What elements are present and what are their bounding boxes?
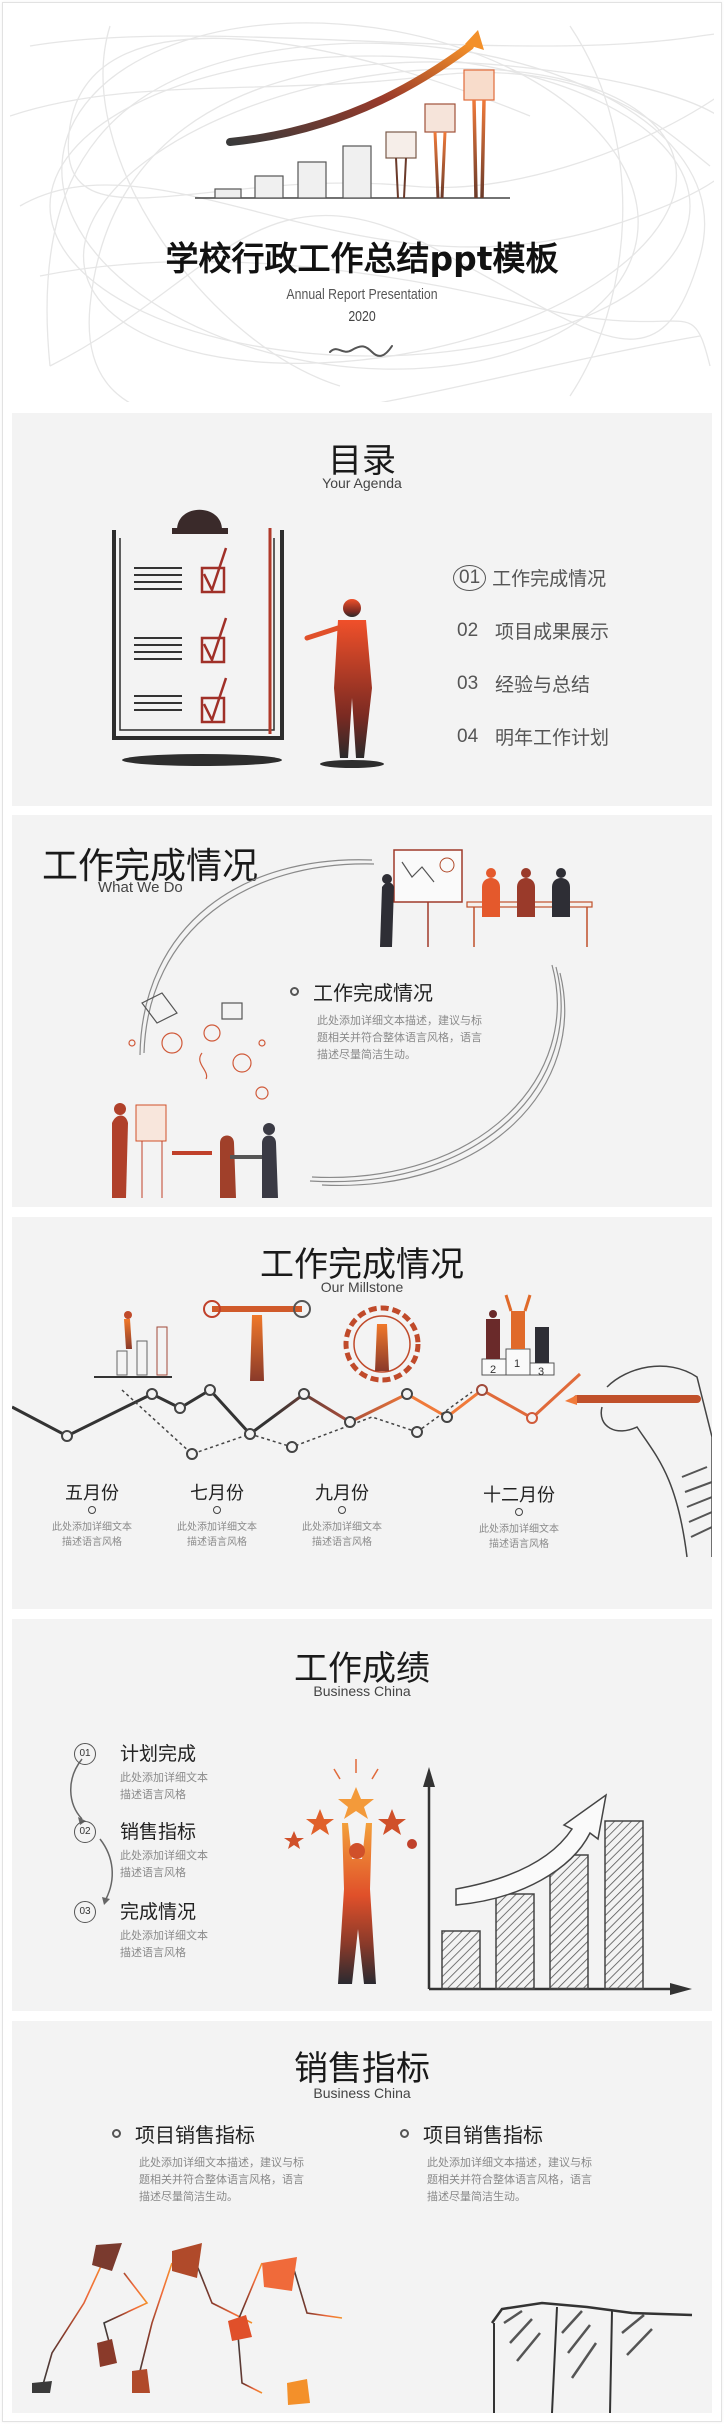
results-list: 01 计划完成 此处添加详细文本 描述语言风格 02 销售指标 此处添加详细文本… (74, 1739, 274, 1977)
agenda-item-label: 明年工作计划 (495, 727, 610, 749)
month-label: 十二月份 (483, 1485, 555, 1506)
presentation-meeting-icon (380, 849, 593, 947)
month-dot-icon (338, 1506, 346, 1514)
step-number-circled: 02 (74, 1821, 96, 1843)
person-holding-star-bar-chart-icon (284, 1759, 692, 1995)
month-label: 九月份 (315, 1483, 369, 1504)
bullet-ring-icon (112, 2129, 121, 2138)
teamwork-ideas-icon (112, 992, 278, 1198)
month-dot-icon (213, 1506, 221, 1514)
slide-milestone: 工作完成情况 Our Millstone 2 1 3 (12, 1217, 712, 1609)
podium-label-1: 1 (514, 1358, 520, 1370)
agenda-list: 01 工作完成情况 02 项目成果展示 03 经验与总结 04 明年工作计划 (453, 551, 697, 763)
sales-item-left: 项目销售指标 此处添加详细文本描述，建议与标 题相关并符合整体语言风格，语言 描… (112, 2119, 342, 2205)
what-we-do-subtitle: What We Do (98, 879, 183, 896)
agenda-item-label: 工作完成情况 (492, 568, 607, 590)
agenda-item-03[interactable]: 03 经验与总结 (457, 657, 697, 710)
results-item-01: 01 计划完成 此处添加详细文本 描述语言风格 (74, 1739, 274, 1817)
milestone-illustrations-icon: 2 1 3 (94, 1294, 555, 1383)
sales-item-title: 项目销售指标 (135, 2123, 255, 2147)
what-we-do-item-title: 工作完成情况 (313, 981, 433, 1005)
bullet-ring-icon (290, 987, 299, 996)
month-item-december: 十二月份 此处添加详细文本 描述语言风格 (464, 1481, 574, 1552)
runners-cliff-icon (32, 2243, 693, 2413)
results-subtitle: Business China (313, 1683, 411, 1699)
step-number-circled: 03 (74, 1901, 96, 1923)
month-list: 五月份 此处添加详细文本 描述语言风格 七月份 此处添加详细文本 描述语言风格 … (12, 1479, 712, 1599)
results-item-title: 完成情况 (120, 1901, 197, 1923)
wave-ornament-icon (329, 345, 393, 357)
results-item-03: 03 完成情况 此处添加详细文本 描述语言风格 (74, 1897, 274, 1977)
agenda-subtitle: Your Agenda (322, 475, 402, 491)
agenda-item-01[interactable]: 01 工作完成情况 (453, 551, 697, 604)
month-item-may: 五月份 此处添加详细文本 描述语言风格 (42, 1479, 142, 1550)
month-item-september: 九月份 此处添加详细文本 描述语言风格 (292, 1479, 392, 1550)
milestone-title: 工作完成情况 (260, 1245, 464, 1285)
hand-drawing-pen-icon (565, 1365, 712, 1558)
circular-sketch-ring-icon (139, 859, 566, 1186)
month-label: 七月份 (190, 1483, 244, 1504)
agenda-item-04[interactable]: 04 明年工作计划 (457, 710, 697, 763)
what-we-do-item-desc: 此处添加详细文本描述，建议与标 题相关并符合整体语言风格，语言 描述尽量简洁生动… (317, 1014, 482, 1061)
step-number-circled: 01 (74, 1743, 96, 1765)
sales-subtitle: Business China (313, 2085, 411, 2101)
what-we-do-title: 工作完成情况 (42, 846, 259, 887)
sales-item-title: 项目销售指标 (423, 2123, 543, 2147)
agenda-item-label: 经验与总结 (495, 674, 591, 696)
slide-results: 工作成绩 Business China 01 计划完成 此处添加详细文本 描述语… (12, 1619, 712, 2011)
sales-item-right: 项目销售指标 此处添加详细文本描述，建议与标 题相关并符合整体语言风格，语言 描… (400, 2119, 630, 2205)
agenda-item-label: 项目成果展示 (495, 621, 610, 643)
podium-label-3: 3 (538, 1366, 544, 1378)
month-label: 五月份 (65, 1483, 119, 1504)
slide-agenda: 目录 Your Agenda (12, 413, 712, 806)
scribble-background-icon (10, 22, 714, 402)
agenda-item-number: 02 (457, 619, 479, 641)
agenda-item-number: 03 (457, 672, 479, 694)
rising-bar-chart-arrow-icon (195, 30, 510, 199)
results-item-title: 计划完成 (120, 1743, 197, 1765)
slide-cover: 学校行政工作总结ppt模板 Annual Report Presentation… (10, 6, 714, 402)
checklist-clipboard-person-icon (112, 509, 384, 768)
sales-title: 销售指标 (294, 2049, 430, 2089)
podium-label-2: 2 (490, 1364, 496, 1376)
agenda-title: 目录 (328, 441, 396, 481)
zigzag-progress-line-icon (12, 1372, 582, 1460)
milestone-subtitle: Our Millstone (320, 1279, 404, 1295)
month-item-july: 七月份 此处添加详细文本 描述语言风格 (167, 1479, 267, 1550)
slide-sales: 销售指标 Business China 项目销售指标 此处添加详细文本描述，建议… (12, 2021, 712, 2413)
month-dot-icon (88, 1506, 96, 1514)
what-we-do-item: 工作完成情况 此处添加详细文本描述，建议与标 题相关并符合整体语言风格，语言 描… (290, 977, 530, 1063)
agenda-item-02[interactable]: 02 项目成果展示 (457, 604, 697, 657)
results-title: 工作成绩 (294, 1649, 430, 1689)
month-dot-icon (515, 1508, 523, 1516)
agenda-item-number: 04 (457, 725, 479, 747)
cover-title: 学校行政工作总结ppt模板 (165, 239, 559, 278)
bullet-ring-icon (400, 2129, 409, 2138)
cover-year: 2020 (348, 308, 376, 325)
slide-what-we-do: 工作完成情况 What We Do (12, 815, 712, 1207)
results-item-02: 02 销售指标 此处添加详细文本 描述语言风格 (74, 1817, 274, 1897)
results-item-title: 销售指标 (120, 1821, 197, 1843)
agenda-item-number-circled: 01 (453, 564, 487, 591)
cover-subtitle: Annual Report Presentation (286, 286, 438, 303)
